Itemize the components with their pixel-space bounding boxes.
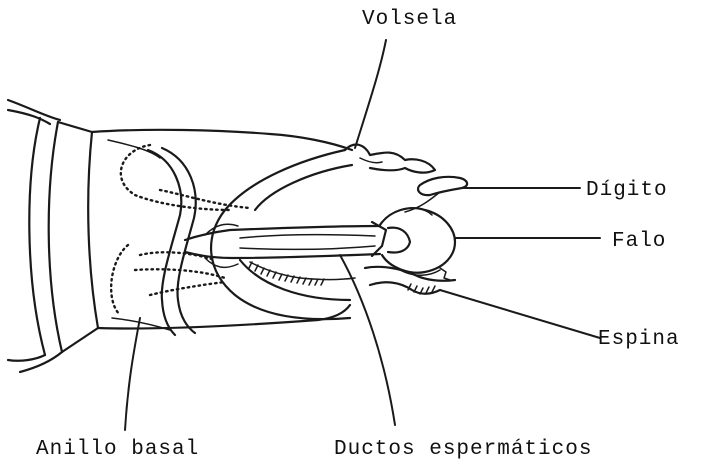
label-falo: Falo bbox=[612, 230, 666, 253]
label-espina: Espina bbox=[598, 328, 680, 351]
abdominal-segment bbox=[8, 100, 98, 372]
label-digito: Dígito bbox=[586, 179, 668, 202]
label-ductos-espermaticos: Ductos espermáticos bbox=[334, 438, 592, 461]
volsela bbox=[345, 145, 435, 173]
digit bbox=[405, 177, 467, 212]
label-volsela: Volsela bbox=[362, 8, 457, 31]
phallus bbox=[372, 208, 455, 275]
label-anillo-basal: Anillo basal bbox=[36, 438, 199, 461]
